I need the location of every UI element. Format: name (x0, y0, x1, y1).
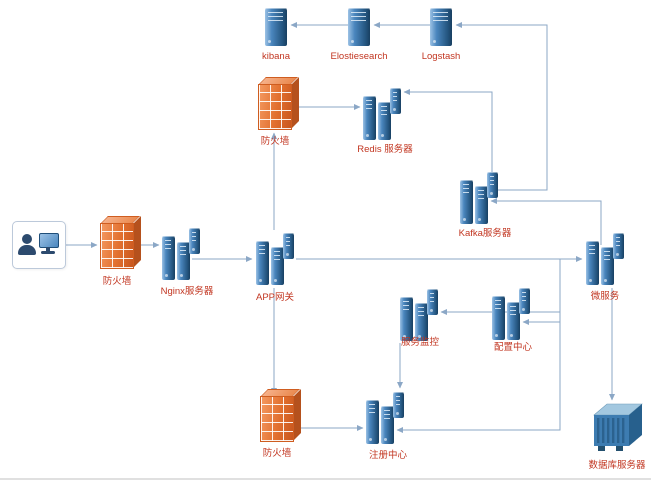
monitor-base-icon (41, 251, 55, 254)
firewall-icon (100, 223, 134, 269)
server-tower-icon (256, 241, 269, 285)
connector-microservice-to-registry (396, 259, 561, 433)
server-tower-icon (348, 8, 370, 46)
server-tower-icon (519, 288, 530, 314)
server-tower-icon (586, 241, 599, 285)
label-database: 数据库服务器 (588, 460, 646, 471)
server-tower-icon (400, 297, 413, 341)
server-tower-icon (177, 242, 190, 280)
server-tower-icon (475, 186, 488, 224)
label-firewall-top: 防火墙 (260, 136, 290, 147)
label-firewall-bottom: 防火墙 (262, 448, 292, 459)
monitor-icon (39, 233, 59, 248)
firewall-icon (258, 84, 292, 130)
server-tower-icon (381, 406, 394, 444)
server-tower-icon (487, 172, 498, 198)
server-tower-icon (366, 400, 379, 444)
label-service-monitor: 服务监控 (400, 337, 440, 348)
server-tower-icon (415, 303, 428, 341)
node-database (590, 398, 646, 461)
server-tower-icon (601, 247, 614, 285)
label-registry: 注册中心 (368, 450, 408, 461)
person-body-icon (18, 245, 36, 255)
server-tower-icon (390, 88, 401, 114)
page-bottom-border (0, 478, 651, 480)
label-nginx: Nginx服务器 (160, 286, 214, 297)
connector-kafka-to-logstash (455, 22, 548, 191)
label-firewall-left: 防火墙 (102, 276, 132, 287)
label-app-gateway: APP网关 (255, 292, 295, 303)
client-user-icon (12, 221, 66, 269)
monitor-stand-icon (46, 247, 50, 251)
database-server-icon (593, 403, 643, 451)
label-logstash: Logstash (421, 51, 461, 62)
server-tower-icon (283, 233, 294, 259)
server-tower-icon (507, 302, 520, 340)
firewall-icon (260, 396, 294, 442)
label-redis: Redis 服务器 (357, 144, 413, 155)
connector-kafka-to-redis (403, 89, 493, 172)
label-kafka: Kafka服务器 (458, 228, 512, 239)
server-tower-icon (265, 8, 287, 46)
label-elasticsearch: Elostiesearch (330, 51, 388, 62)
server-tower-icon (393, 392, 404, 418)
server-tower-icon (378, 102, 391, 140)
server-tower-icon (427, 289, 438, 315)
server-tower-icon (271, 247, 284, 285)
label-kibana: kibana (262, 51, 290, 62)
server-tower-icon (613, 233, 624, 259)
label-config-center: 配置中心 (493, 342, 533, 353)
server-tower-icon (430, 8, 452, 46)
server-tower-icon (162, 236, 175, 280)
label-microservice: 微服务 (590, 291, 620, 302)
server-tower-icon (363, 96, 376, 140)
server-tower-icon (460, 180, 473, 224)
server-tower-icon (189, 228, 200, 254)
connector-microservice-to-kafka (490, 198, 602, 245)
server-tower-icon (492, 296, 505, 340)
person-head-icon (22, 234, 32, 244)
